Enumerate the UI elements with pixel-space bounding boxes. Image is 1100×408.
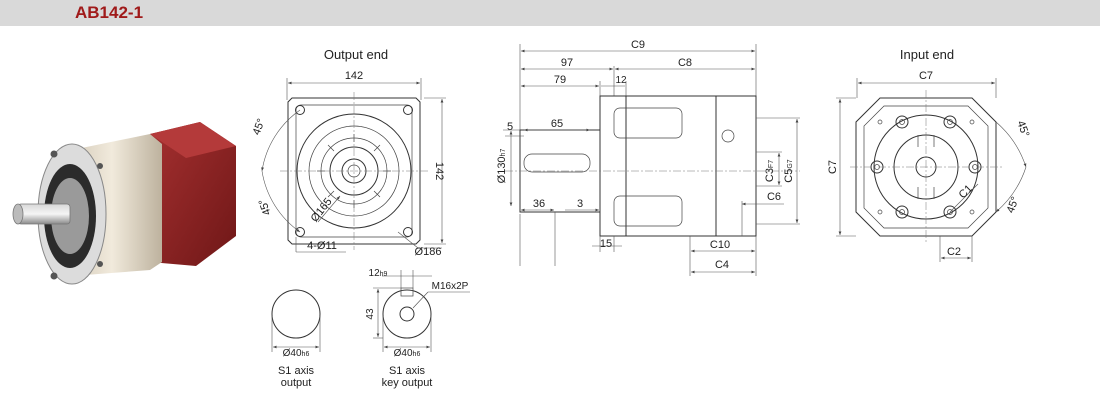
diagonal-label: Ø186 — [415, 246, 442, 258]
red-housing-top — [150, 122, 236, 158]
c7-width-label: C7 — [919, 70, 933, 82]
mount-hole — [295, 105, 305, 115]
red-housing — [150, 122, 236, 266]
c8-label: C8 — [678, 57, 692, 69]
s1-shaft-circle — [271, 289, 321, 339]
s1-dia-label: Ø40h6 — [283, 348, 310, 359]
output-flange-side — [599, 95, 627, 237]
c4-label: C4 — [715, 259, 729, 271]
c6-label: C6 — [767, 191, 781, 203]
d15-label: 15 — [600, 238, 612, 250]
motor-flange-side — [715, 95, 757, 237]
angle-top-label-in: 45° — [1014, 119, 1031, 139]
width-dim-label: 142 — [345, 70, 363, 82]
s1-shaft-view: Ø40h6 S1 axis output — [271, 289, 321, 389]
d12-label: 12 — [615, 75, 627, 86]
output-end-title: Output end — [324, 47, 388, 62]
input-end-title: Input end — [900, 47, 954, 62]
gearbox-photo — [12, 122, 236, 285]
key-height-label: 43 — [365, 308, 376, 320]
key-slot — [523, 153, 591, 173]
mount-hole — [295, 227, 305, 237]
technical-drawing: Output end 142 142 — [12, 39, 1031, 389]
output-shaft — [17, 203, 71, 225]
s1-key-shaft-view: 12h9 43 M16x2P Ø40h6 S1 axis key output — [365, 268, 470, 389]
key-caption-line1: S1 axis — [389, 365, 426, 377]
shaft-len-label: 97 — [561, 57, 573, 69]
mount-hole — [403, 227, 413, 237]
c7-height-label: C7 — [827, 160, 839, 174]
model-title: AB142-1 — [75, 3, 144, 22]
key-width-label: 12h9 — [369, 268, 388, 279]
c3-label: C3F7 — [764, 160, 776, 182]
c5-label: C5G7 — [783, 159, 795, 183]
total-len-label: C9 — [631, 39, 645, 51]
pilot-dia-label: Ø130h7 — [496, 149, 508, 184]
d3-label: 3 — [577, 198, 583, 210]
thread-label: M16x2P — [432, 281, 469, 292]
key-dia-label: Ø40h6 — [394, 348, 421, 359]
key-caption-line2: key output — [382, 377, 433, 389]
input-end-view: Input end C7 C7 45° 45° — [827, 47, 1031, 262]
c1-label: C1 — [957, 183, 975, 201]
d36-label: 36 — [533, 198, 545, 210]
angle-top-label: 45° — [251, 117, 268, 137]
angle-bottom-label-in: 45° — [1005, 195, 1022, 215]
s1-caption-line1: S1 axis — [278, 365, 315, 377]
holes-label: 4-Ø11 — [307, 240, 337, 252]
c2-label: C2 — [947, 246, 961, 258]
side-view: C9 97 C8 79 12 Ø130h7 5 65 C5G7 — [496, 39, 800, 276]
output-end-view: Output end 142 142 — [251, 47, 446, 258]
output-flange-outline — [287, 97, 421, 245]
d79-label: 79 — [554, 74, 566, 86]
key-shaft-circle — [382, 289, 432, 339]
mount-hole — [403, 105, 413, 115]
gear-body-side — [625, 95, 717, 237]
s1-caption-line2: output — [281, 377, 312, 389]
angle-bottom-label: 45° — [257, 197, 274, 217]
c10-label: C10 — [710, 239, 730, 251]
height-dim-label: 142 — [433, 162, 445, 180]
key-len-label: 65 — [551, 118, 563, 130]
key-offset-label: 5 — [507, 121, 513, 133]
header-bar: AB142-1 — [0, 0, 1100, 26]
